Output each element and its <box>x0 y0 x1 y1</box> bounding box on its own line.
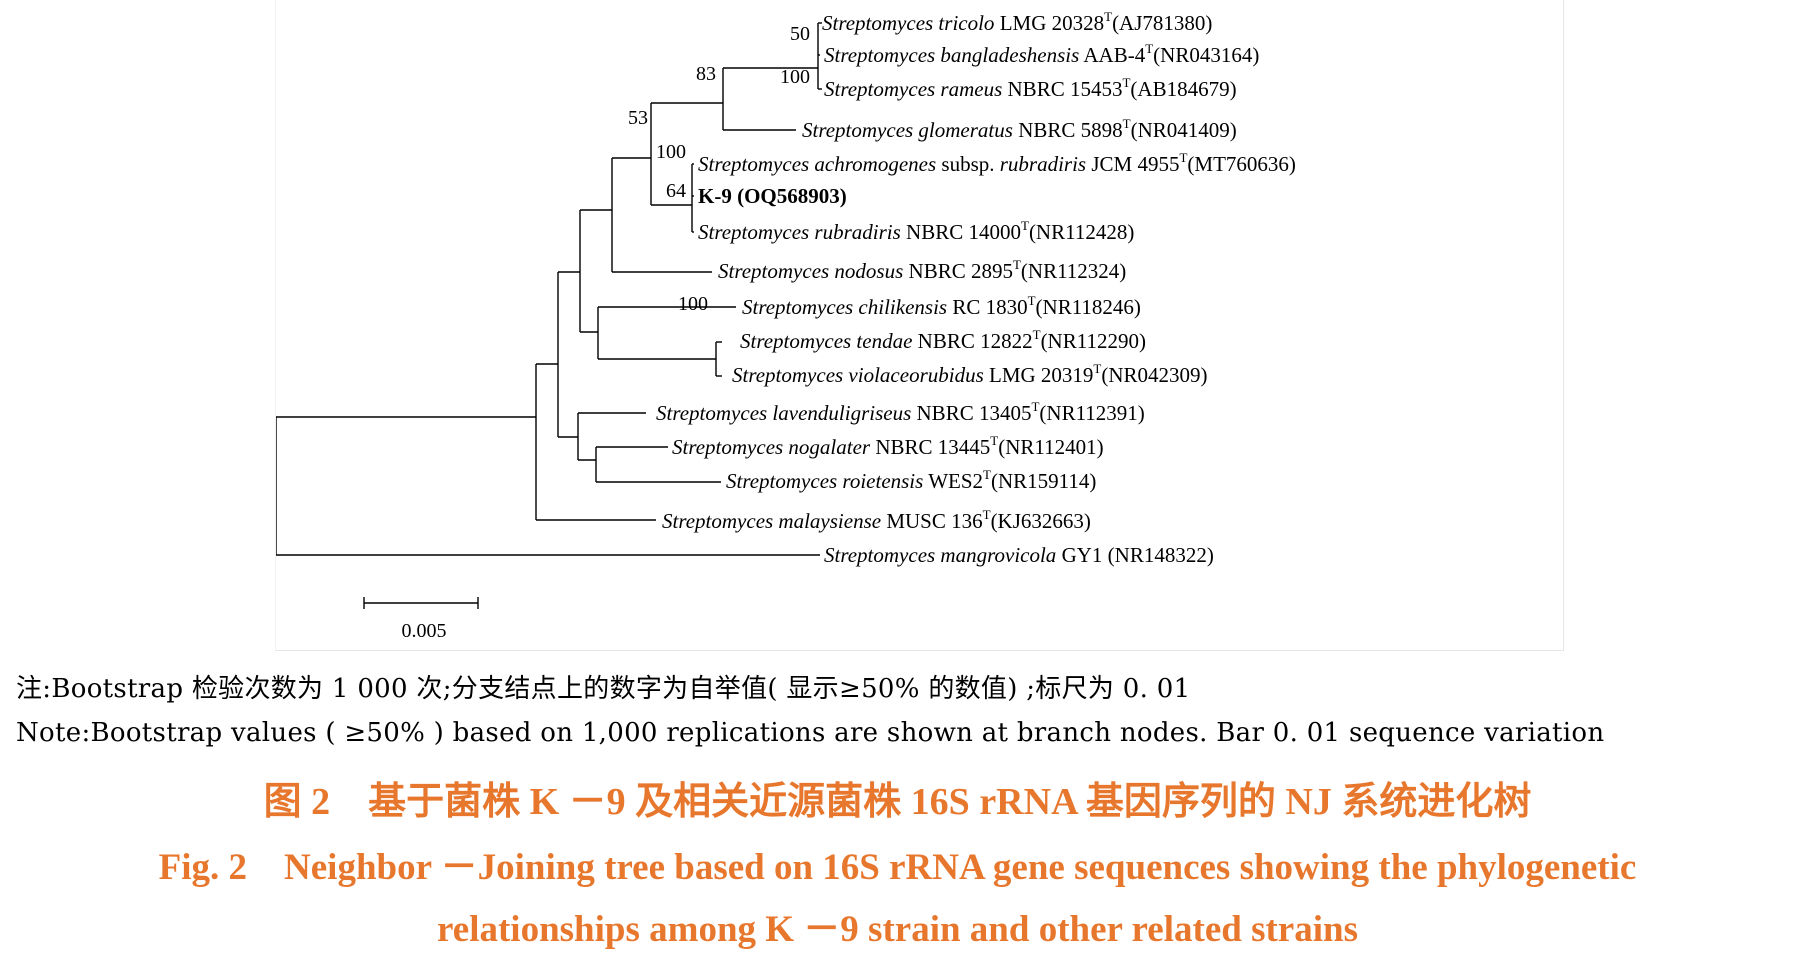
taxon-label: Streptomyces tricolo LMG 20328T(AJ781380… <box>822 9 1212 35</box>
taxon-species: Streptomyces nogalater <box>672 435 871 459</box>
taxon-species: Streptomyces bangladeshensis <box>824 43 1079 67</box>
taxon-label: Streptomyces roietensis WES2T(NR159114) <box>726 467 1096 493</box>
taxon-accession: (NR041409) <box>1131 118 1237 142</box>
taxon-species: Streptomyces rubradiris <box>698 220 901 244</box>
taxon-strain: NBRC 5898 <box>1013 118 1123 142</box>
bootstrap-value: 100 <box>780 66 810 88</box>
taxon-strain: LMG 20328 <box>994 11 1104 35</box>
note-chinese: 注:Bootstrap 检验次数为 1 000 次;分支结点上的数字为自举值( … <box>16 674 1191 704</box>
type-strain-mark: T <box>1031 399 1039 414</box>
taxon-accession: (NR112391) <box>1039 401 1144 425</box>
taxon-label: Streptomyces mangrovicola GY1 (NR148322) <box>824 543 1214 567</box>
taxon-species: Streptomyces roietensis <box>726 469 923 493</box>
taxon-strain: WES2 <box>923 469 983 493</box>
type-strain-mark: T <box>1145 41 1153 56</box>
taxon-species: Streptomyces nodosus <box>718 259 903 283</box>
taxon-accession: (MT760636) <box>1187 152 1296 176</box>
taxon-label: Streptomyces nodosus NBRC 2895T(NR112324… <box>718 257 1126 283</box>
taxon-accession: (KJ632663) <box>991 509 1091 533</box>
taxon-strain: NBRC 14000 <box>901 220 1021 244</box>
taxon-species: Streptomyces mangrovicola <box>824 543 1056 567</box>
bootstrap-value: 100 <box>678 293 708 315</box>
taxon-label: Streptomyces tendae NBRC 12822T(NR112290… <box>740 327 1146 353</box>
taxon-label: Streptomyces violaceorubidus LMG 20319T(… <box>732 361 1208 387</box>
taxon-species: Streptomyces glomeratus <box>802 118 1013 142</box>
type-strain-mark: T <box>1028 293 1036 308</box>
taxon-labels: Streptomyces tricolo LMG 20328T(AJ781380… <box>656 9 1296 567</box>
taxon-subsp-name: rubradiris <box>1000 152 1086 176</box>
taxon-strain: NBRC 12822 <box>912 329 1032 353</box>
taxon-label: K-9 (OQ568903) <box>698 184 847 208</box>
taxon-strain: RC 1830 <box>947 295 1028 319</box>
taxon-label: Streptomyces nogalater NBRC 13445T(NR112… <box>672 433 1104 459</box>
taxon-label: Streptomyces achromogenes subsp. rubradi… <box>698 150 1296 176</box>
taxon-label: Streptomyces rameus NBRC 15453T(AB184679… <box>824 75 1237 101</box>
tree-branches <box>276 22 822 556</box>
taxon-accession: (NR159114) <box>991 469 1096 493</box>
taxon-label: Streptomyces rubradiris NBRC 14000T(NR11… <box>698 218 1134 244</box>
taxon-accession: (AB184679) <box>1130 77 1236 101</box>
taxon-subsp: subsp. <box>936 152 1000 176</box>
taxon-strain: MUSC 136 <box>881 509 983 533</box>
type-strain-mark: T <box>1013 257 1021 272</box>
taxon-accession: (NR148322) <box>1102 543 1213 567</box>
taxon-label: Streptomyces malaysiense MUSC 136T(KJ632… <box>662 507 1091 533</box>
taxon-species: Streptomyces achromogenes <box>698 152 936 176</box>
type-strain-mark: T <box>983 467 991 482</box>
taxon-label: Streptomyces lavenduligriseus NBRC 13405… <box>656 399 1145 425</box>
bootstrap-values: 50 100 83 53 100 64 100 <box>628 23 810 315</box>
taxon-accession: (NR118246) <box>1036 295 1141 319</box>
type-strain-mark: T <box>1122 75 1130 90</box>
taxon-strain: AAB-4 <box>1079 43 1145 67</box>
taxon-strain: NBRC 13405 <box>911 401 1031 425</box>
type-strain-mark: T <box>990 433 998 448</box>
bootstrap-value: 100 <box>656 141 686 163</box>
taxon-species: Streptomyces tendae <box>740 329 912 353</box>
bootstrap-value: 50 <box>790 23 810 45</box>
taxon-strain: LMG 20319 <box>984 363 1094 387</box>
type-strain-mark: T <box>1123 116 1131 131</box>
taxon-accession: (NR112290) <box>1041 329 1146 353</box>
phylogenetic-tree-panel: Streptomyces tricolo LMG 20328T(AJ781380… <box>275 0 1564 651</box>
taxon-label: Streptomyces glomeratus NBRC 5898T(NR041… <box>802 116 1237 142</box>
bootstrap-value: 64 <box>666 180 686 202</box>
taxon-species: Streptomyces lavenduligriseus <box>656 401 911 425</box>
taxon-species: Streptomyces malaysiense <box>662 509 881 533</box>
phylogenetic-tree: Streptomyces tricolo LMG 20328T(AJ781380… <box>276 9 1296 642</box>
taxon-name: K-9 (OQ568903) <box>698 184 847 208</box>
type-strain-mark: T <box>1033 327 1041 342</box>
taxon-accession: (NR112324) <box>1021 259 1126 283</box>
type-strain-mark: T <box>1179 150 1187 165</box>
type-strain-mark: T <box>983 507 991 522</box>
taxon-accession: (NR112401) <box>998 435 1103 459</box>
taxon-accession: (NR043164) <box>1153 43 1259 67</box>
scale-bar: 0.005 <box>363 597 479 642</box>
taxon-strain: NBRC 13445 <box>870 435 990 459</box>
taxon-strain: NBRC 2895 <box>903 259 1013 283</box>
figure-caption-english-line2: relationships among K －9 strain and othe… <box>437 909 1358 950</box>
figure-caption-english-line1: Fig. 2 Neighbor －Joining tree based on 1… <box>158 847 1637 888</box>
taxon-label: Streptomyces bangladeshensis AAB-4T(NR04… <box>824 41 1259 67</box>
figure-caption-chinese: 图 2 基于菌株 K －9 及相关近源菌株 16S rRNA 基因序列的 NJ … <box>263 781 1532 823</box>
note-english: Note:Bootstrap values ( ≥50% ) based on … <box>16 718 1605 748</box>
bootstrap-value: 83 <box>696 63 716 85</box>
taxon-strain: JCM 4955 <box>1086 152 1179 176</box>
taxon-strain: GY1 <box>1056 543 1102 567</box>
taxon-accession: (NR112428) <box>1029 220 1134 244</box>
bootstrap-value: 53 <box>628 107 648 129</box>
taxon-species: Streptomyces rameus <box>824 77 1002 101</box>
scale-bar-label: 0.005 <box>402 620 447 642</box>
taxon-species: Streptomyces tricolo <box>822 11 994 35</box>
type-strain-mark: T <box>1104 9 1112 24</box>
taxon-accession: (AJ781380) <box>1112 11 1212 35</box>
taxon-label: Streptomyces chilikensis RC 1830T(NR1182… <box>742 293 1141 319</box>
type-strain-mark: T <box>1021 218 1029 233</box>
taxon-species: Streptomyces violaceorubidus <box>732 363 984 387</box>
taxon-species: Streptomyces chilikensis <box>742 295 947 319</box>
taxon-strain: NBRC 15453 <box>1002 77 1122 101</box>
taxon-accession: (NR042309) <box>1101 363 1207 387</box>
type-strain-mark: T <box>1093 361 1101 376</box>
